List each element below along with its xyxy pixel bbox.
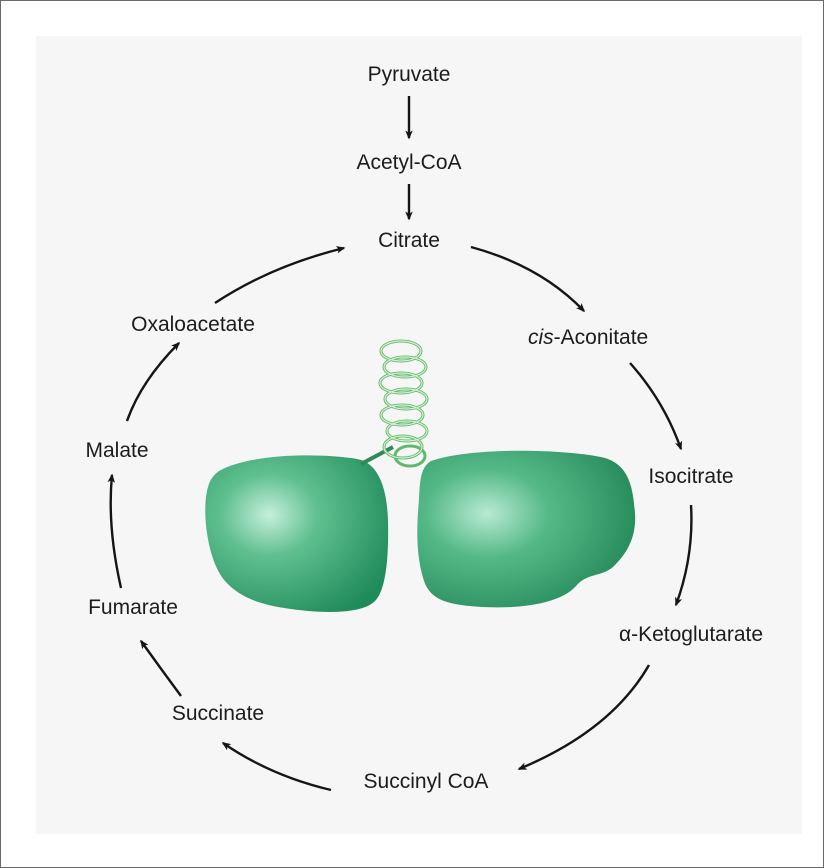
right-protein-lobe bbox=[417, 451, 635, 608]
arrow-oxaloacetate-to-citrate bbox=[215, 248, 344, 303]
arrow-alpha-ketoglutarate-to-succinyl-coa bbox=[519, 665, 649, 769]
label-malate: Malate bbox=[85, 439, 148, 462]
pathway-arrows bbox=[111, 96, 692, 790]
label-alpha-ketoglutarate: α-Ketoglutarate bbox=[619, 623, 763, 646]
arrow-cis-aconitate-to-isocitrate bbox=[630, 363, 681, 449]
label-pyruvate: Pyruvate bbox=[368, 63, 451, 86]
arrow-succinyl-coa-to-succinate bbox=[223, 743, 331, 790]
arrow-isocitrate-to-alpha-ketoglutarate bbox=[676, 505, 691, 605]
metabolite-labels: Pyruvate Acetyl-CoA Citrate cis-Aconitat… bbox=[85, 63, 763, 793]
label-succinate: Succinate bbox=[172, 702, 264, 725]
arrow-fumarate-to-malate bbox=[111, 475, 121, 588]
label-succinyl-coa: Succinyl CoA bbox=[364, 770, 489, 793]
label-citrate: Citrate bbox=[378, 229, 440, 252]
label-fumarate: Fumarate bbox=[88, 596, 178, 619]
label-isocitrate: Isocitrate bbox=[648, 465, 733, 488]
label-cis-prefix: cis bbox=[528, 326, 554, 349]
label-aconitate-suffix: -Aconitate bbox=[554, 326, 649, 349]
label-oxaloacetate: Oxaloacetate bbox=[131, 313, 255, 336]
arrow-succinate-to-fumarate bbox=[141, 641, 181, 696]
label-acetyl-coa: Acetyl-CoA bbox=[356, 151, 461, 174]
arrow-citrate-to-cis-aconitate bbox=[471, 247, 584, 311]
left-protein-lobe bbox=[205, 455, 388, 612]
label-cis-aconitate: cis-Aconitate bbox=[528, 326, 648, 349]
green-protein-lobes-icon bbox=[205, 341, 635, 612]
arrow-malate-to-oxaloacetate bbox=[127, 343, 179, 421]
